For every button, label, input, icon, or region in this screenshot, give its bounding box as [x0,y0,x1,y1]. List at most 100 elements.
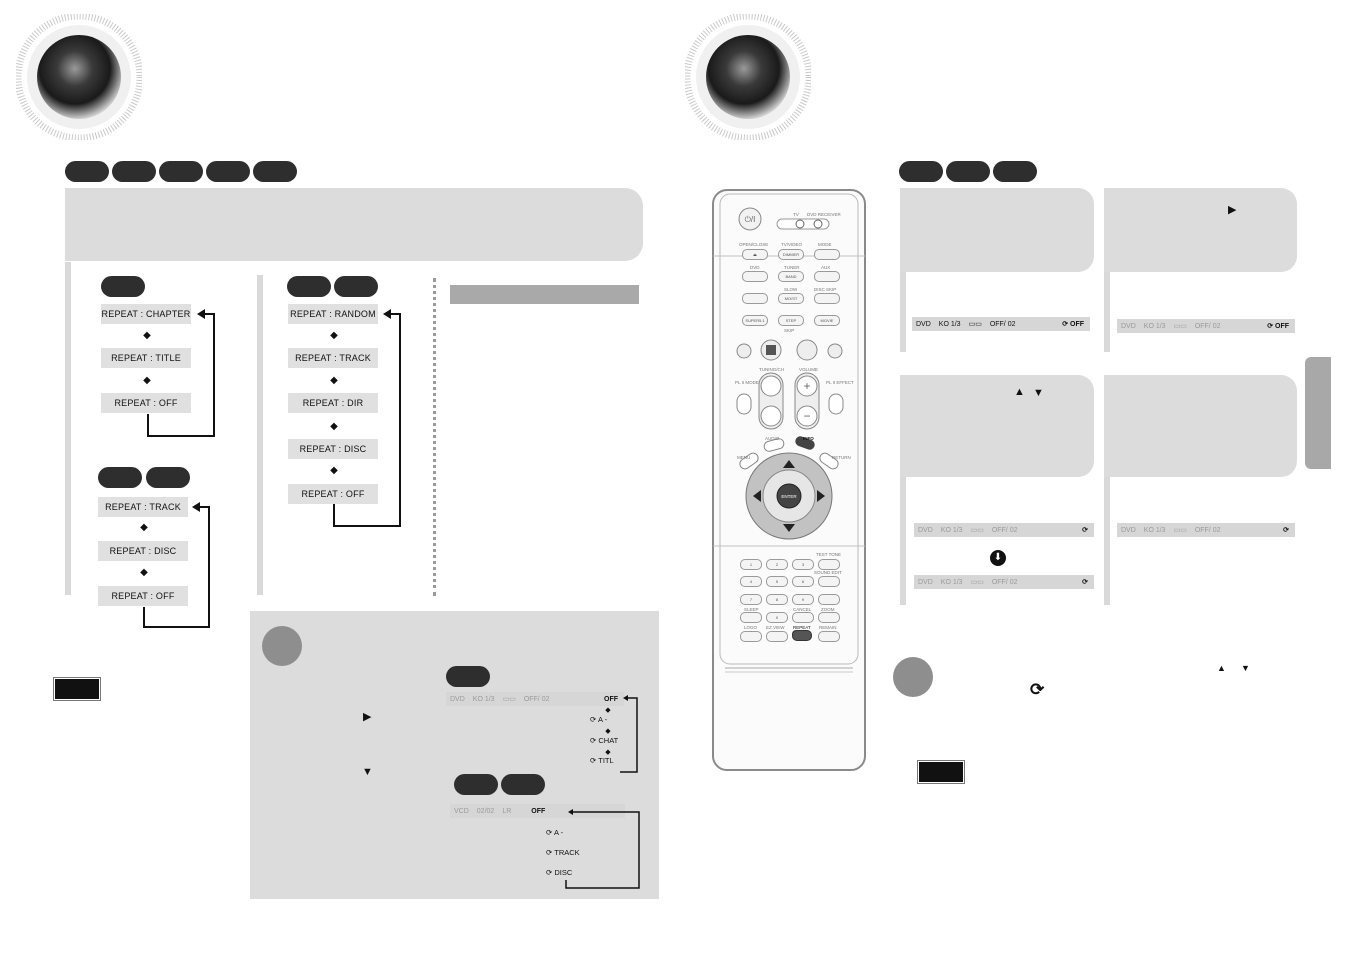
repeat-button[interactable] [792,630,812,641]
step4-box [1104,375,1297,477]
repeat-icon: ⟳ [1030,680,1045,699]
function-pill [159,161,203,182]
down-arrow-icon: ◆ [143,375,151,386]
note-badge [53,677,101,701]
chapter-side-tab [1305,357,1331,469]
band-button[interactable]: BAND [778,271,804,282]
osd-dvd-bar: DVD KO 1/3 ▭▭ OFF/ 02 OFF [446,692,624,706]
mp3-pill [287,276,331,297]
digit-button[interactable]: 3 [792,559,814,570]
down-icon: ▼ [1033,387,1044,399]
test-tone-button[interactable] [818,559,840,570]
column-divider [1104,477,1110,605]
repeat-option: ⟳ TRACK [546,848,580,857]
repeat-option: ⟳ TITL [590,756,614,765]
column-divider [900,272,906,352]
repeat-track-box: REPEAT : TRACK [288,348,378,368]
dotted-divider [433,278,436,596]
column-divider [65,262,71,595]
down-icon: ▼ [1241,663,1250,673]
ab-repeat-panel [250,611,659,899]
loop-arrow [565,809,640,889]
mo-st-button[interactable]: MO/ST [778,293,804,304]
mode-button[interactable] [814,249,840,260]
repeat-option: ⟳ A - [546,828,564,837]
digit-button[interactable]: 9 [792,594,814,605]
digit-button[interactable]: 5 [766,576,788,587]
remain-button[interactable] [818,631,840,642]
function-pill [946,161,990,182]
remote-label: EZ VIEW [766,625,785,630]
remote-label: REMAIN [819,625,837,630]
super51-button[interactable]: SUPER5.1 [742,315,768,326]
digit-button[interactable]: 1 [740,559,762,570]
repeat-chapter-box: REPEAT : CHAPTER [101,304,191,324]
aux-button[interactable] [814,271,840,282]
sound-edit-button[interactable] [818,576,840,587]
down-arrow-icon: ◆ [330,465,338,476]
down-arrow-icon: ◆ [330,375,338,386]
zoom-button[interactable] [818,612,840,623]
digit-button[interactable]: 8 [766,594,788,605]
remote-label: PL II EFFECT [826,380,854,385]
digit-button[interactable]: 2 [766,559,788,570]
step3-box [900,375,1094,477]
sleep-button[interactable] [740,612,762,623]
down-arrow-icon: ◆ [143,330,151,341]
repeat-option: ⟳ A - [590,715,608,724]
repeat-off-box: REPEAT : OFF [101,393,191,413]
digit-button[interactable]: 0 [766,612,788,623]
svg-text:⏻/I: ⏻/I [745,215,756,224]
down-arrow-icon: ◆ [605,728,611,735]
remote-label: AUX [821,265,831,270]
remote-label: TV/VIDEO [781,242,803,247]
digit-button[interactable]: 6 [792,576,814,587]
step2-box [1104,188,1297,272]
dvd-button[interactable] [742,271,768,282]
down-circle-icon: ⬇ [990,550,1006,566]
digit-button[interactable]: 7 [740,594,762,605]
instruction-banner [65,188,643,261]
remote-label: DVD RECEIVER [807,212,841,217]
column-divider [257,275,263,595]
repeat-off-box: REPEAT : OFF [288,484,378,504]
remote-label: MENU [737,455,751,460]
repeat-track-box: REPEAT : TRACK [98,497,188,517]
remote-label: CANCEL [793,607,812,612]
remote-control: ⏻/I ENTER + − [711,188,867,773]
remote-label: TV [793,212,799,217]
cd-pill [146,467,190,488]
open-close-button[interactable]: ⏏ [742,249,768,260]
extra-button[interactable] [818,594,840,605]
step1-box [900,188,1094,272]
down-arrow-icon: ◆ [140,567,148,578]
speaker-logo-right [683,12,813,142]
step-circle [262,626,302,666]
osd-step2-bar: DVD KO 1/3 ▭▭ OFF/ 02 ⟳ OFF [1117,319,1295,333]
repeat-disc-box: REPEAT : DISC [98,541,188,561]
osd-step4-bar: DVD KO 1/3 ▭▭ OFF/ 02 ⟳ [1117,523,1295,537]
dimmer-button[interactable]: DIMMER [778,249,804,260]
step-button[interactable] [742,293,768,304]
repeat-option: ⟳ CHAT [590,736,619,745]
function-pill [206,161,250,182]
cancel-button[interactable] [792,612,814,623]
remote-label: LOGO [744,625,758,630]
down-arrow-icon: ◆ [330,421,338,432]
cd-pill [98,467,142,488]
movie-button[interactable]: MOVIE [814,315,840,326]
osd-vcd-bar: VCD 02/02 LR OFF [450,804,625,818]
osd-step3a-bar: DVD KO 1/3 ▭▭ OFF/ 02 ⟳ [914,523,1094,537]
logo-button[interactable] [740,631,762,642]
ez-view-button[interactable] [766,631,788,642]
remote-label: SOUND EDIT [814,570,842,575]
step-button[interactable]: STEP [778,315,804,326]
remote-label: RETURN [832,455,851,460]
loop-arrow [620,695,638,773]
info-button-label[interactable]: INFO [803,436,814,441]
remote-label: VOLUME [799,367,819,372]
digit-button[interactable]: 4 [740,576,762,587]
step-circle [893,657,933,697]
disc-skip-button[interactable] [814,293,840,304]
remote-label: DISC SKIP [814,287,837,292]
